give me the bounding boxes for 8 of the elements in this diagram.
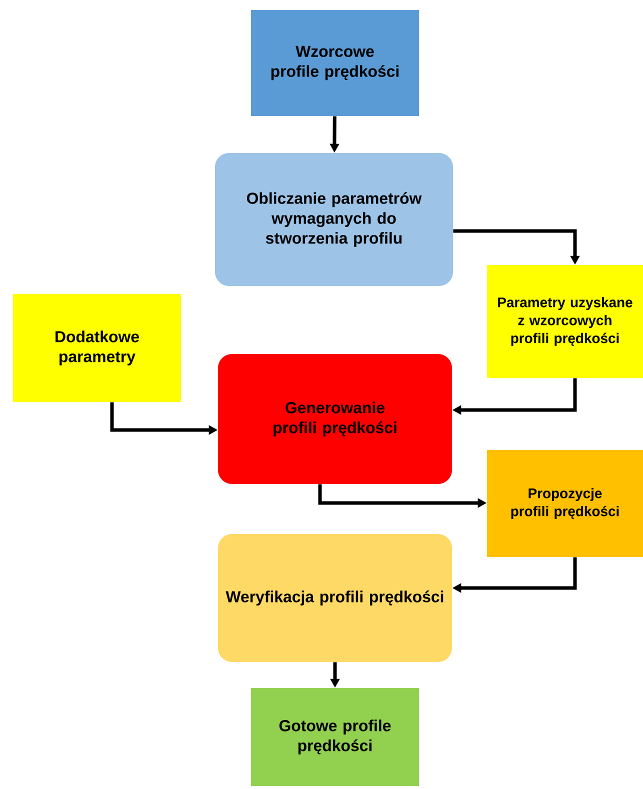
process-box: Propozycje profili prędkości <box>487 450 643 557</box>
process-box: Dodatkowe parametry <box>13 294 181 402</box>
rounded-process-box: Generowanie profili prędkości <box>218 354 452 484</box>
process-box: Wzorcowe profile prędkości <box>251 10 419 116</box>
rounded-process-box: Weryfikacja profili prędkości <box>218 534 452 662</box>
process-box: Parametry uzyskane z wzorcowych profili prędkości <box>487 265 643 378</box>
rounded-process-box: Obliczanie parametrów wymaganych do stworzenia profilu <box>215 153 453 286</box>
process-box: Gotowe profile prędkości <box>251 688 419 786</box>
